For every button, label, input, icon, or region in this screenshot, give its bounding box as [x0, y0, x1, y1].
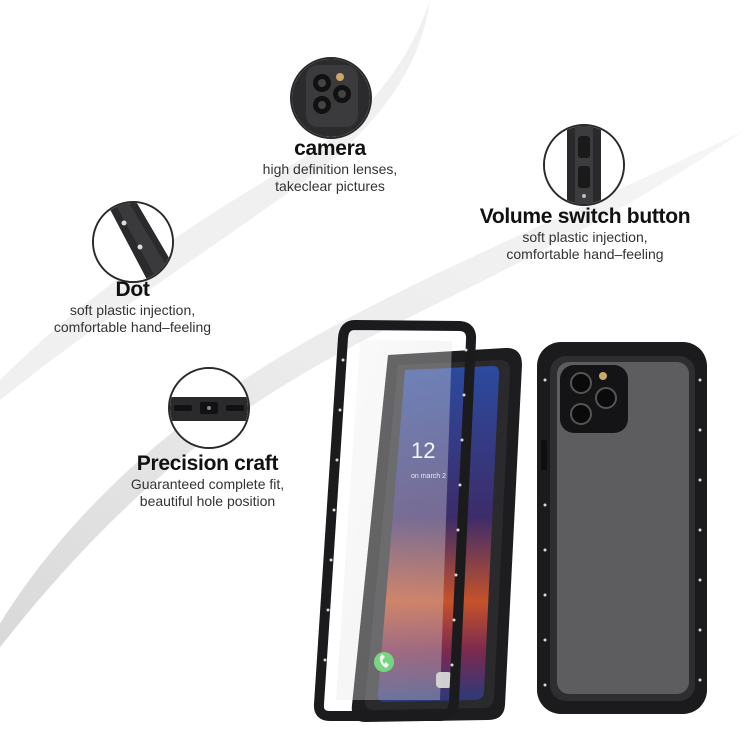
camera-detail-circle [290, 57, 372, 139]
port-icon [170, 369, 248, 447]
camera-callout: camera high definition lenses, takeclear… [230, 137, 430, 195]
dot-icon [94, 203, 172, 281]
dot-detail-circle [92, 201, 174, 283]
volume-callout: Volume switch button soft plastic inject… [470, 205, 700, 263]
volume-detail-circle [543, 124, 625, 206]
precision-callout: Precision craft Guaranteed complete fit,… [110, 452, 305, 510]
camera-module [560, 365, 628, 433]
volume-button [541, 440, 547, 470]
precision-desc-line1: Guaranteed complete fit, [130, 476, 285, 492]
dot-desc-line2: comfortable hand–feeling [53, 319, 212, 335]
closed-case-back-view [537, 342, 707, 714]
camera-desc-line1: high definition lenses, [262, 161, 398, 177]
volume-desc-line1: soft plastic injection, [522, 229, 648, 245]
precision-desc-line2: beautiful hole position [139, 493, 276, 509]
precision-detail-circle [168, 367, 250, 449]
volume-title: Volume switch button [479, 205, 691, 228]
dot-desc-line1: soft plastic injection, [69, 302, 196, 318]
volume-desc-line2: comfortable hand–feeling [506, 246, 664, 262]
camera-icon [292, 59, 370, 137]
precision-title: Precision craft [136, 452, 279, 475]
open-case-front-frame [313, 319, 477, 721]
camera-title: camera [294, 137, 366, 160]
dot-title: Dot [115, 278, 150, 301]
camera-desc-line2: takeclear pictures [275, 178, 385, 194]
volume-button-icon [545, 126, 623, 204]
dot-callout: Dot soft plastic injection, comfortable … [30, 278, 235, 336]
